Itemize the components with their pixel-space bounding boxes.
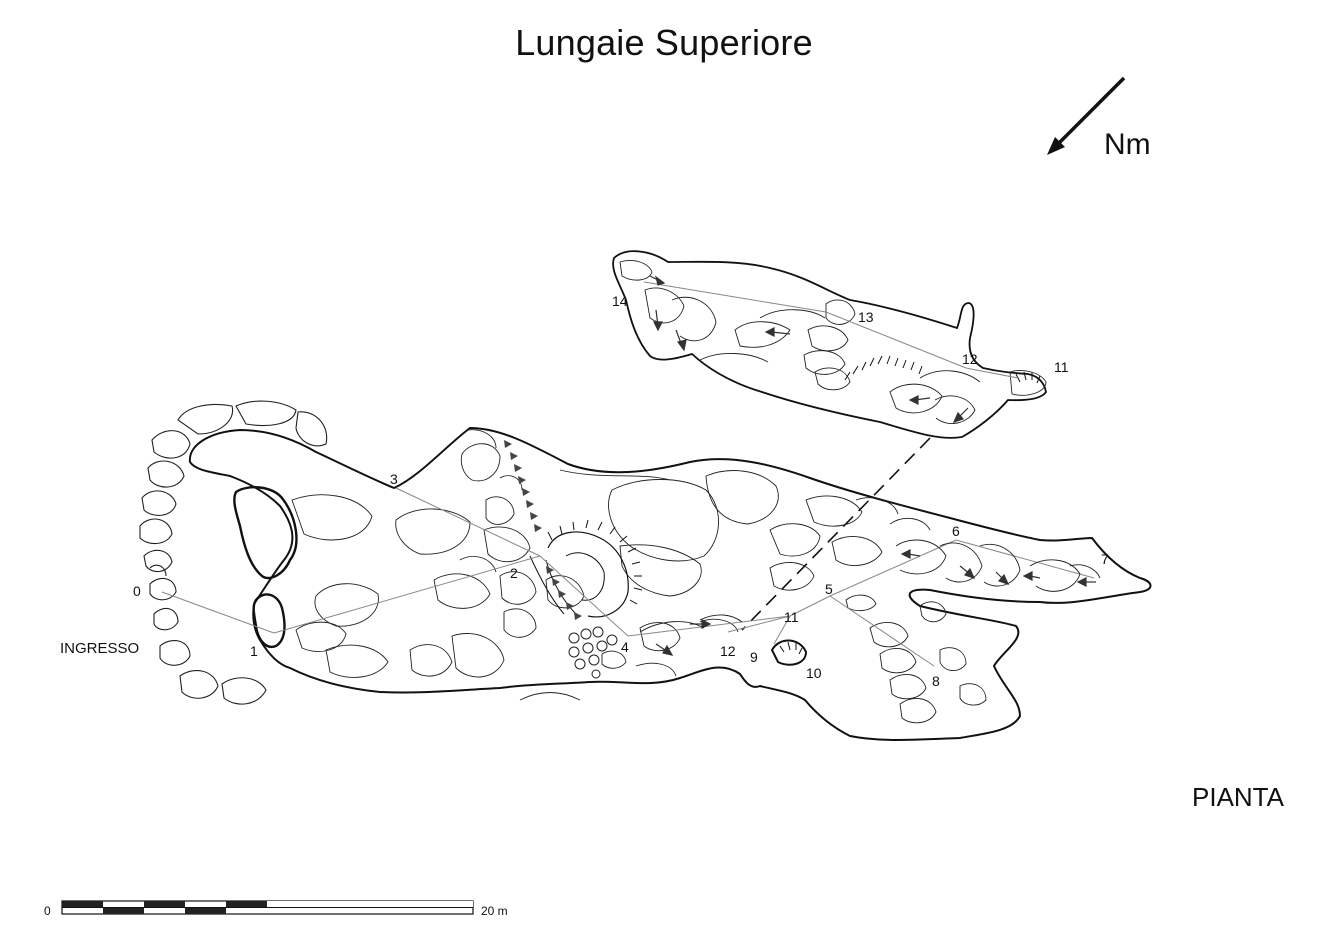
station-label-5: 5 bbox=[825, 581, 833, 597]
pillar-large bbox=[233, 486, 298, 580]
station-label-9: 9 bbox=[750, 649, 758, 665]
scale-end-label: 20 m bbox=[481, 904, 508, 918]
scale-bar bbox=[61, 900, 474, 915]
pebbles bbox=[568, 626, 618, 679]
east-arm-contours bbox=[639, 539, 1101, 633]
entrance-label: INGRESSO bbox=[60, 640, 140, 657]
sinkhole-10-icon bbox=[770, 639, 808, 666]
station-label-13: 13 bbox=[858, 309, 874, 325]
station-label-2: 2 bbox=[510, 565, 518, 581]
north-label: Nm bbox=[1104, 128, 1151, 161]
pillar-small bbox=[252, 593, 286, 649]
station-label-1: 1 bbox=[250, 643, 258, 659]
scale-start-label: 0 bbox=[44, 904, 51, 918]
upper-survey-line bbox=[643, 281, 1019, 379]
upper-gallery-outline bbox=[612, 250, 1047, 439]
upper-gallery-details bbox=[619, 260, 1047, 425]
station-label-12-upper: 12 bbox=[962, 351, 978, 367]
station-label-4: 4 bbox=[621, 639, 629, 655]
station-label-6: 6 bbox=[952, 523, 960, 539]
main-gallery-flow-arrows bbox=[655, 549, 1096, 656]
station-label-14: 14 bbox=[612, 293, 628, 309]
connection-dashed-line bbox=[741, 437, 931, 631]
station-label-7: 7 bbox=[1101, 551, 1109, 567]
station-labels: 0 1 2 3 4 5 6 7 8 9 10 11 11 12 12 13 14 bbox=[133, 293, 1109, 689]
north-arrow-icon bbox=[1047, 76, 1126, 155]
station-label-8: 8 bbox=[932, 673, 940, 689]
central-slope-marks bbox=[504, 440, 643, 620]
station-label-10: 10 bbox=[806, 665, 822, 681]
upper-gallery-flow-arrows bbox=[649, 275, 969, 423]
station-label-3: 3 bbox=[390, 471, 398, 487]
view-label: PIANTA bbox=[1192, 782, 1284, 812]
station-label-11-main: 11 bbox=[784, 609, 799, 625]
station-label-0: 0 bbox=[133, 583, 141, 599]
main-gallery-outline bbox=[188, 426, 1152, 741]
main-gallery-boulders bbox=[291, 429, 987, 724]
station-label-11-upper: 11 bbox=[1054, 359, 1069, 375]
map-title: Lungaie Superiore bbox=[515, 22, 813, 63]
entrance-boulders bbox=[139, 400, 328, 705]
station-label-12-main: 12 bbox=[720, 643, 736, 659]
main-survey-line bbox=[161, 487, 1095, 667]
